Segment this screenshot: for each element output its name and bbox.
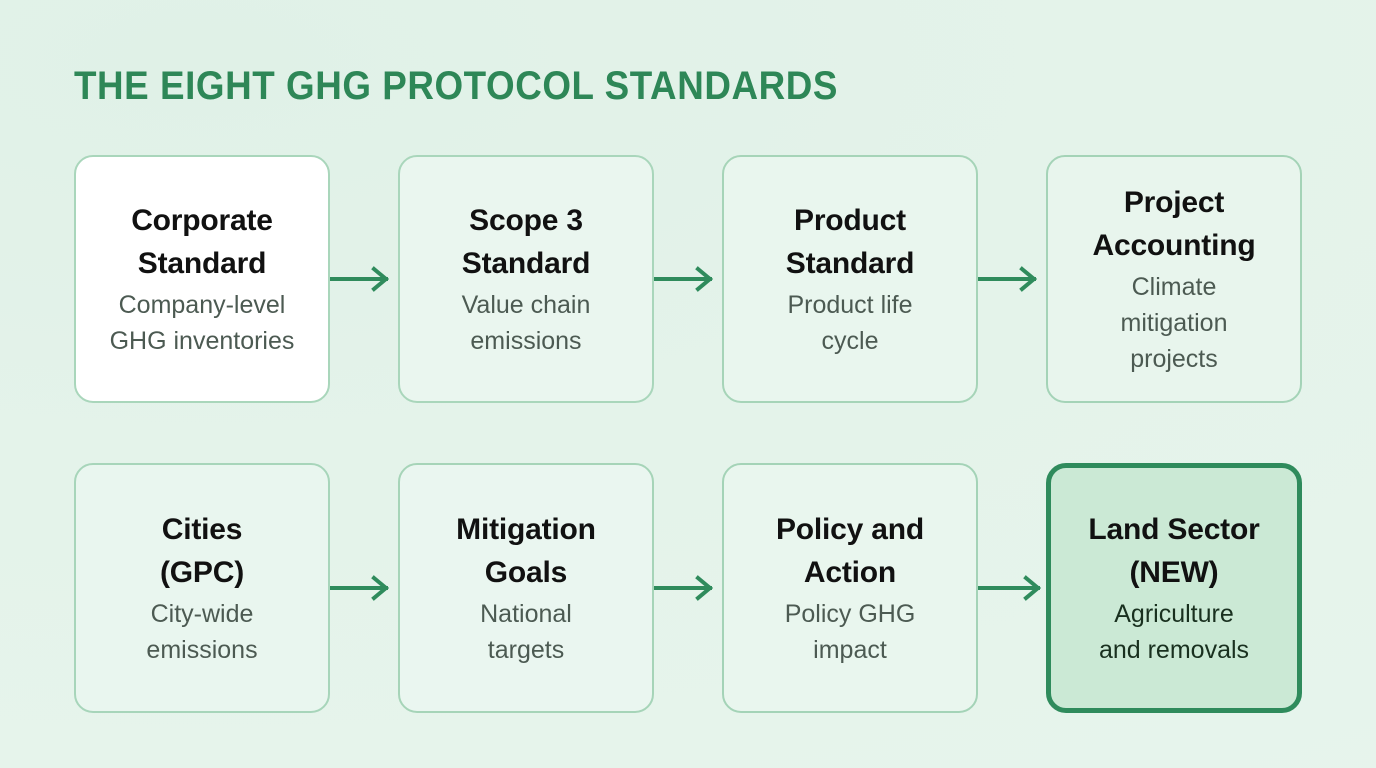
arrow-right-icon [654,265,722,293]
card-subtitle-line: and removals [1098,636,1250,664]
card-land-sector-new[interactable]: Land Sector (NEW) Agriculture and remova… [1046,463,1302,713]
card-mitigation-goals[interactable]: Mitigation Goals National targets [398,463,654,713]
card-subtitle: Climate mitigation projects [1121,269,1228,377]
card-title-line: Land Sector [1088,513,1260,546]
card-subtitle-line: emissions [146,636,258,664]
arrow-right-icon [330,574,398,602]
card-subtitle-line: mitigation [1120,309,1228,337]
card-title: Scope 3 Standard [461,199,591,285]
card-subtitle: Product life cycle [787,287,912,359]
card-title-line: Standard [461,247,591,280]
card-subtitle: Agriculture and removals [1099,596,1249,668]
flow-row-2: Cities (GPC) City-wide emissions Mitigat… [74,463,1302,713]
card-subtitle-line: Policy GHG [784,600,916,628]
card-cities-gpc[interactable]: Cities (GPC) City-wide emissions [74,463,330,713]
card-title-line: Accounting [1092,229,1256,262]
card-title-line: Project [1123,186,1225,219]
card-title-line: Mitigation [456,513,596,546]
card-title-line: Scope 3 [469,204,583,237]
arrow-right-icon [654,574,722,602]
card-subtitle-line: Climate [1131,273,1217,301]
card-subtitle-line: National [480,600,572,628]
card-title: Project Accounting [1093,181,1256,267]
card-subtitle-line: projects [1130,345,1218,373]
card-title: Policy and Action [776,508,924,594]
card-subtitle-line: emissions [470,327,582,355]
card-product-standard[interactable]: Product Standard Product life cycle [722,155,978,403]
card-subtitle-line: Product life [787,291,913,319]
card-subtitle: National targets [480,596,572,668]
card-project-accounting[interactable]: Project Accounting Climate mitigation pr… [1046,155,1302,403]
card-title-line: Cities [161,513,243,546]
card-subtitle-line: impact [813,636,887,664]
card-title: Mitigation Goals [456,508,596,594]
card-policy-and-action[interactable]: Policy and Action Policy GHG impact [722,463,978,713]
card-title: Land Sector (NEW) [1088,508,1259,594]
card-subtitle: Value chain emissions [462,287,591,359]
card-title: Cities (GPC) [160,508,244,594]
card-title-line: Product [794,204,906,237]
flow-row-1: Corporate Standard Company-level GHG inv… [74,155,1302,403]
card-title: Corporate Standard [131,199,273,285]
card-subtitle: Company-level GHG inventories [110,287,295,359]
card-title-line: Corporate [131,204,273,237]
card-subtitle-line: cycle [821,327,879,355]
card-title-line: Action [803,556,897,589]
card-title-line: Goals [484,556,568,589]
card-title-line: (NEW) [1129,556,1219,589]
card-title-line: Standard [137,247,267,280]
card-subtitle: Policy GHG impact [785,596,916,668]
card-subtitle-line: Company-level [118,291,286,319]
card-title-line: Policy and [775,513,925,546]
card-title: Product Standard [785,199,915,285]
card-title-line: Standard [785,247,915,280]
standards-flow-grid: Corporate Standard Company-level GHG inv… [74,155,1302,713]
card-subtitle-line: targets [487,636,565,664]
card-subtitle-line: GHG inventories [109,327,295,355]
card-subtitle-line: Agriculture [1114,600,1234,628]
card-corporate-standard[interactable]: Corporate Standard Company-level GHG inv… [74,155,330,403]
arrow-right-icon [330,265,398,293]
page-title: THE EIGHT GHG PROTOCOL STANDARDS [74,64,838,108]
card-title-line: (GPC) [160,556,244,589]
card-scope-3-standard[interactable]: Scope 3 Standard Value chain emissions [398,155,654,403]
card-subtitle: City-wide emissions [146,596,257,668]
arrow-right-icon [978,574,1046,602]
arrow-right-icon [978,265,1046,293]
card-subtitle-line: City-wide [150,600,254,628]
card-subtitle-line: Value chain [461,291,591,319]
